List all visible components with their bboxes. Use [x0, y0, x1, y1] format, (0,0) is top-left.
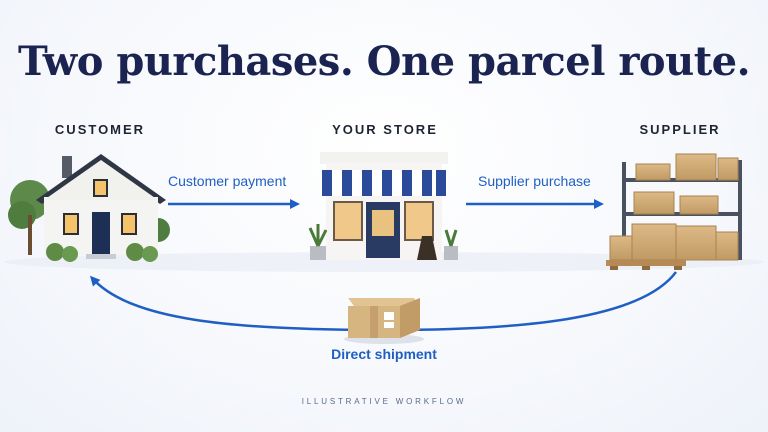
customer-label: CUSTOMER: [54, 122, 146, 137]
page-title: Two purchases. One parcel route.: [17, 38, 751, 85]
supplier-purchase-label: Supplier purchase: [478, 173, 591, 189]
warehouse-shelf-icon: [606, 153, 742, 270]
parcel-box-icon: [344, 298, 424, 344]
customer-payment-label: Customer payment: [168, 173, 287, 189]
direct-shipment-label: Direct shipment: [331, 346, 437, 362]
house-icon: [8, 154, 170, 262]
supplier-label: SUPPLIER: [639, 122, 721, 137]
storefront-icon: [308, 152, 458, 260]
footer-caption: ILLUSTRATIVE WORKFLOW: [301, 397, 467, 406]
store-label: YOUR STORE: [332, 122, 438, 137]
